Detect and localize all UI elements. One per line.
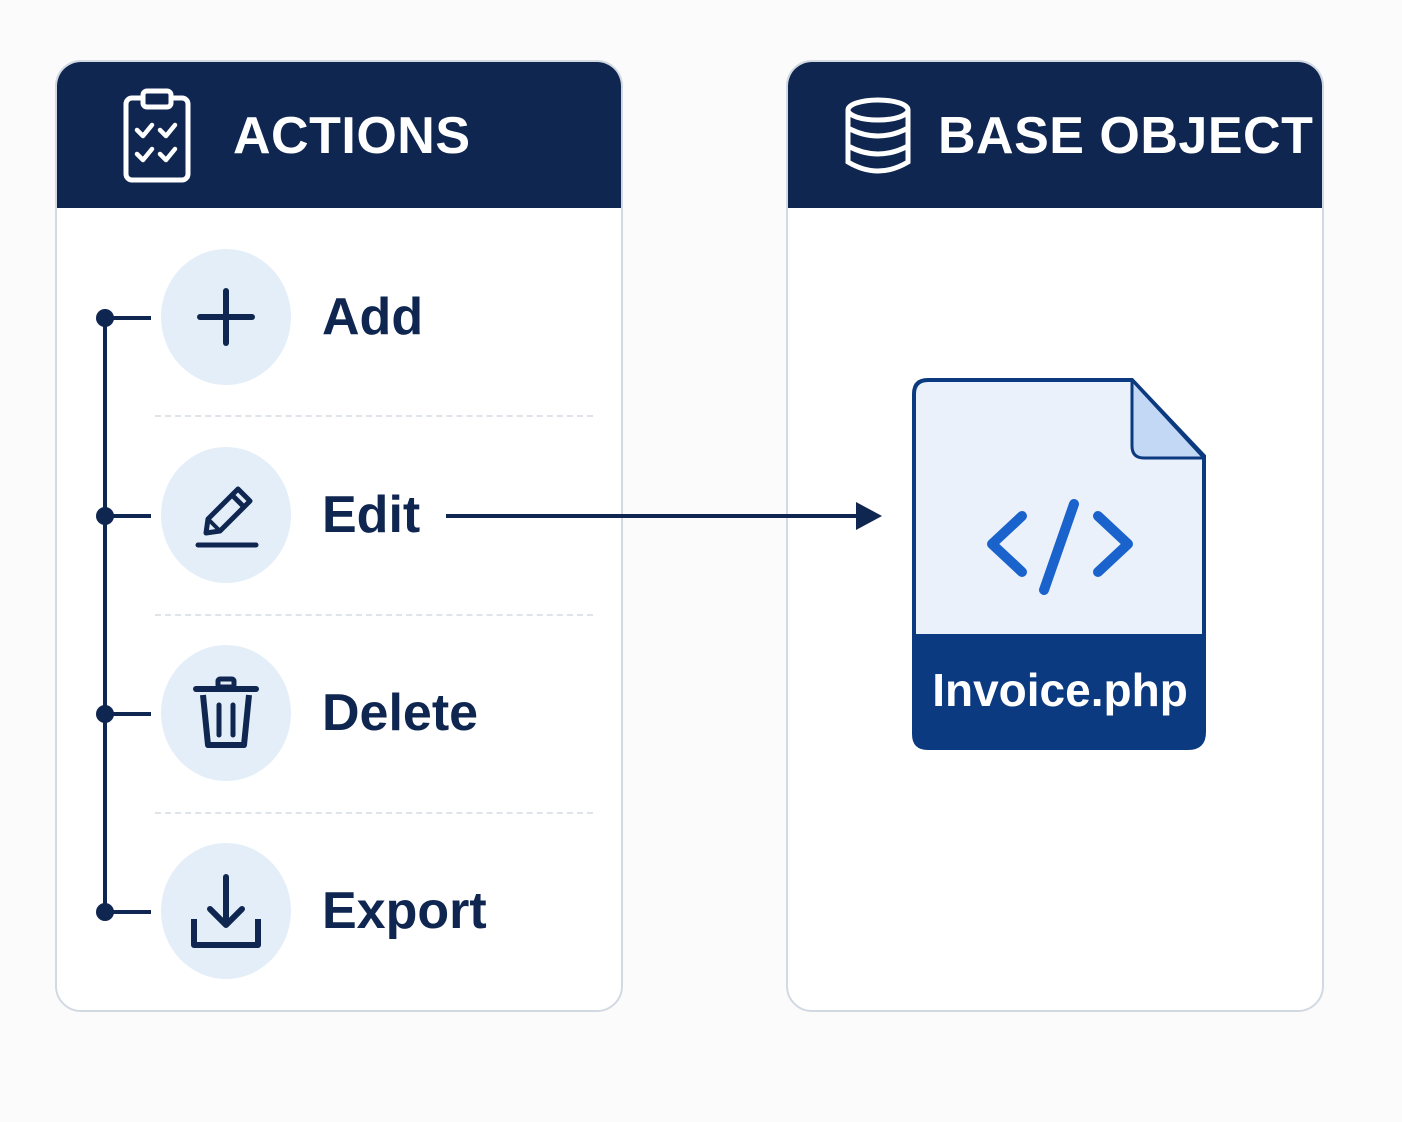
action-label: Edit (322, 486, 421, 544)
tree-branch (105, 910, 151, 914)
file-name[interactable]: Invoice.php (932, 664, 1188, 716)
action-icon-circle (161, 447, 291, 583)
action-icon-circle (161, 249, 291, 385)
pencil-icon (195, 486, 259, 548)
plus-icon (197, 288, 255, 346)
action-add[interactable]: Add (57, 247, 621, 387)
row-divider (155, 415, 593, 417)
download-icon (191, 874, 261, 948)
tree-branch (105, 316, 151, 320)
action-label: Delete (322, 684, 479, 742)
database-icon (845, 97, 911, 174)
actions-title: ACTIONS (233, 107, 471, 165)
action-edit[interactable]: Edit (57, 445, 621, 585)
row-divider (155, 812, 593, 814)
trash-icon (193, 676, 259, 748)
action-icon-circle (161, 843, 291, 979)
tree-branch (105, 712, 151, 716)
tree-connector (103, 315, 107, 911)
action-icon-circle (161, 645, 291, 781)
base-object-title: BASE OBJECT (938, 107, 1314, 165)
actions-panel: ACTIONS Add Edit (55, 60, 623, 1012)
action-label: Add (322, 288, 424, 346)
action-label: Export (322, 882, 487, 940)
actions-header: ACTIONS (57, 62, 621, 208)
action-delete[interactable]: Delete (57, 643, 621, 783)
code-file-icon[interactable] (912, 378, 1208, 752)
row-divider (155, 614, 593, 616)
action-export[interactable]: Export (57, 841, 621, 981)
clipboard-check-icon (123, 88, 191, 183)
connection-arrow (446, 502, 882, 530)
tree-branch (105, 514, 151, 518)
base-object-header: BASE OBJECT (788, 62, 1322, 208)
